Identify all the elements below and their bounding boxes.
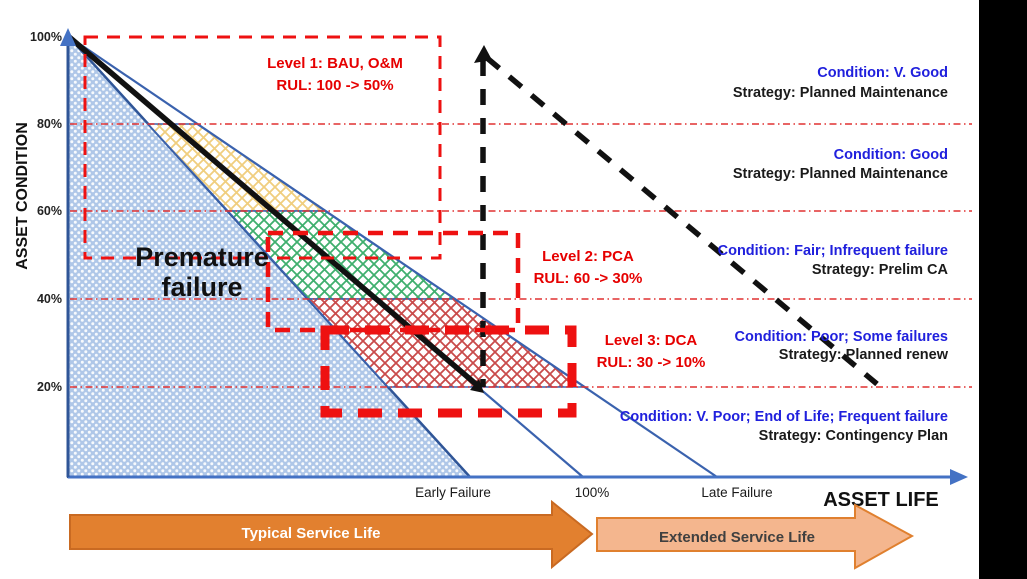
renewal-apex-arrowhead: [474, 45, 492, 63]
level2-rul: RUL: 60 -> 30%: [534, 270, 643, 287]
band5-condition: Condition: V. Poor; End of Life; Frequen…: [620, 409, 948, 425]
extended-service-life-arrow: [596, 503, 915, 570]
extended-service-life-label: Extended Service Life: [659, 529, 815, 546]
level1-box: [83, 35, 442, 260]
screen-edge-black-bar: [979, 0, 1027, 579]
premature-failure-label-1: Premature: [135, 242, 269, 272]
level3-box: [320, 325, 577, 418]
x-axis-title: ASSET LIFE: [823, 489, 939, 511]
x-label-late-failure: Late Failure: [701, 485, 772, 500]
y-tick-80: 80%: [37, 117, 62, 131]
premature-failure-label-2: failure: [161, 272, 242, 302]
level1-title: Level 1: BAU, O&M: [267, 55, 403, 72]
y-axis-arrowhead: [60, 28, 76, 46]
y-axis-title: ASSET CONDITION: [14, 122, 31, 270]
level2-box: [265, 230, 521, 333]
y-tick-20: 20%: [37, 380, 62, 394]
band5-strategy: Strategy: Contingency Plan: [759, 428, 948, 444]
level2-title: Level 2: PCA: [542, 248, 634, 265]
y-tick-40: 40%: [37, 292, 62, 306]
x-label-100pct: 100%: [575, 485, 610, 500]
band2-strategy: Strategy: Planned Maintenance: [733, 166, 948, 182]
typical-service-life-arrow: [69, 499, 594, 570]
y-tick-100: 100%: [30, 30, 62, 44]
x-axis-arrowhead: [950, 469, 968, 485]
band1-strategy: Strategy: Planned Maintenance: [733, 85, 948, 101]
x-label-early-failure: Early Failure: [415, 485, 491, 500]
gridlines: [70, 123, 972, 388]
y-tick-60: 60%: [37, 204, 62, 218]
band3-strategy: Strategy: Prelim CA: [812, 262, 949, 278]
level1-rul: RUL: 100 -> 50%: [276, 77, 393, 94]
band4-strategy: Strategy: Planned renew: [779, 347, 949, 363]
deterioration-arrowhead: [470, 379, 484, 393]
level3-rul: RUL: 30 -> 10%: [597, 354, 706, 371]
band2-condition: Condition: Good: [834, 147, 948, 163]
band4-condition: Condition: Poor; Some failures: [735, 329, 948, 345]
level3-title: Level 3: DCA: [605, 332, 698, 349]
band1-condition: Condition: V. Good: [817, 65, 948, 81]
band3-condition: Condition: Fair; Infrequent failure: [718, 243, 948, 259]
typical-service-life-label: Typical Service Life: [242, 525, 381, 542]
